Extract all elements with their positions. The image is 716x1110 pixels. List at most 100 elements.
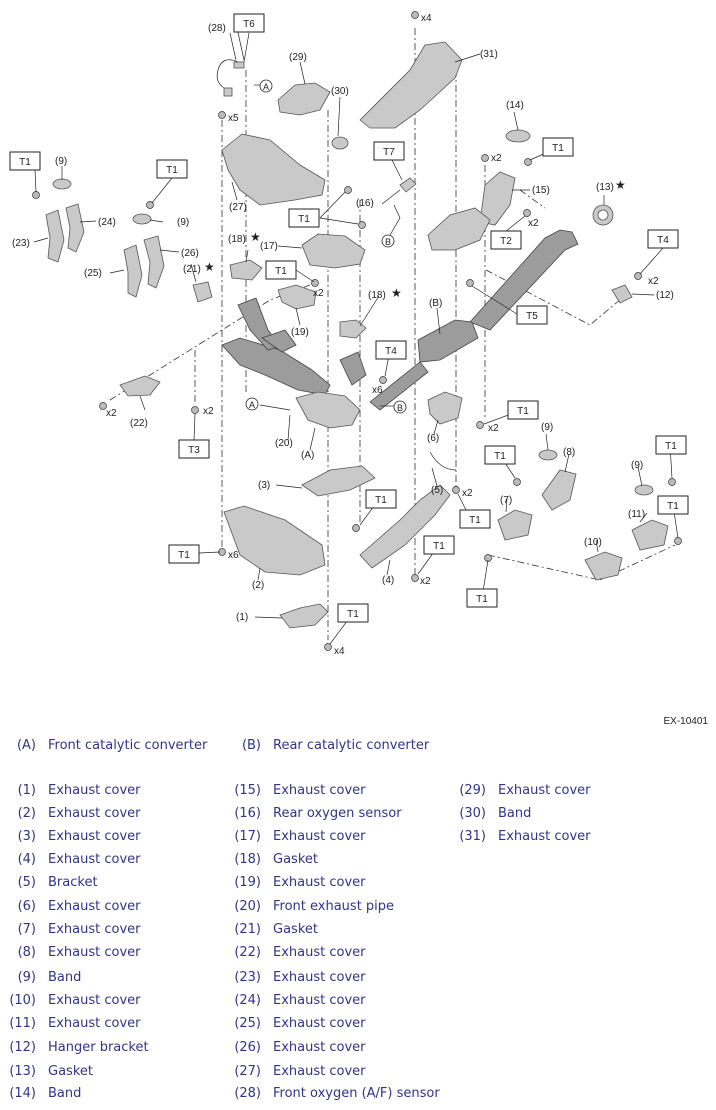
legend-number: (5) [17, 875, 36, 890]
part-9-band-right [538, 449, 558, 461]
part-14-band [505, 129, 531, 143]
legend-number: (20) [234, 899, 261, 914]
legend-name: Exhaust cover [48, 945, 141, 960]
legend-item: (21)Gasket [225, 922, 318, 942]
bolt-icon [668, 478, 676, 486]
legend-number: (26) [234, 1040, 261, 1055]
part-12-hanger-bracket [611, 284, 633, 304]
legend-name: Exhaust cover [498, 829, 591, 844]
legend-name: Band [48, 1086, 82, 1101]
legend-name: Hanger bracket [48, 1040, 149, 1055]
callout-label: (A) [301, 450, 314, 461]
part-9-band-far [634, 484, 654, 496]
torque-box-t1: T1 [365, 489, 397, 509]
legend-name: Exhaust cover [273, 1040, 366, 1055]
legend-name: Exhaust cover [48, 783, 141, 798]
torque-box-t1: T1 [507, 400, 539, 420]
legend-item: (28)Front oxygen (A/F) sensor [225, 1086, 439, 1106]
legend-number: (4) [17, 852, 36, 867]
part-10-exhaust-cover [584, 551, 623, 581]
legend-number: (12) [9, 1040, 36, 1055]
part-26-exhaust-cover [143, 235, 165, 289]
legend-number: (11) [9, 1016, 36, 1031]
callout-label: (9) [631, 460, 643, 471]
callout-label: (15) [532, 185, 550, 196]
legend-number: (18) [234, 852, 261, 867]
svg-text:T1: T1 [665, 441, 677, 452]
legend-item: (B)Rear catalytic converter [225, 738, 429, 758]
torque-box-t4: T4 [375, 340, 407, 360]
circle-marker-a: A [259, 79, 273, 93]
bolt-icon [311, 279, 319, 287]
fasteners [32, 11, 682, 651]
callout-label: (2) [252, 580, 264, 591]
torque-box-t1: T1 [265, 260, 297, 280]
legend-item: (13)Gasket [0, 1064, 93, 1084]
quantity-label: x2 [106, 408, 117, 419]
legend-name: Exhaust cover [498, 783, 591, 798]
torque-box-t6: T6 [233, 13, 265, 33]
torque-box-t1: T1 [484, 445, 516, 465]
bolt-icon [674, 537, 682, 545]
legend-item: (23)Exhaust cover [225, 970, 365, 990]
callout-label: (25) [84, 268, 102, 279]
legend-item: (18)Gasket [225, 852, 318, 872]
part-6-exhaust-cover [427, 391, 463, 425]
legend-name: Exhaust cover [273, 1064, 366, 1079]
svg-text:T1: T1 [667, 501, 679, 512]
torque-box-t1: T1 [459, 509, 491, 529]
part-2-exhaust-cover [223, 505, 326, 576]
legend-name: Exhaust cover [48, 829, 141, 844]
svg-text:T4: T4 [657, 235, 669, 246]
callout-label: (17) [260, 241, 278, 252]
legend-number: (1) [17, 783, 36, 798]
legend-number: (31) [459, 829, 486, 844]
quantity-label: x5 [228, 113, 239, 124]
part-21-gasket [192, 281, 213, 303]
svg-text:B: B [397, 403, 403, 413]
circle-marker-b: B [393, 400, 407, 414]
callout-label: (13) [596, 182, 614, 193]
legend-name: Rear catalytic converter [273, 738, 430, 753]
part-5-bracket [429, 451, 457, 471]
legend-item: (26) Exhaust cover [225, 1040, 366, 1060]
part-20-front-exhaust-pipe [221, 337, 331, 396]
bolt-icon [352, 524, 360, 532]
legend-name: Exhaust cover [48, 1016, 141, 1031]
torque-box-t1: T1 [168, 544, 200, 564]
callout-label: (4) [382, 575, 394, 586]
quantity-label: x2 [488, 423, 499, 434]
quantity-labels: x4 x5 x2 x2 x2 x2 x6 x2 x2 x2 x2 x6 x2 x… [106, 13, 659, 657]
legend-item: (22)Exhaust cover [225, 945, 365, 965]
legend-item: (24)Exhaust cover [225, 993, 366, 1013]
svg-text:T1: T1 [375, 495, 387, 506]
legend-number: (6) [17, 899, 36, 914]
bolt-icon [452, 486, 460, 494]
legend-name: Exhaust cover [273, 993, 366, 1008]
torque-box-t1: T1 [466, 588, 498, 608]
bolt-icon [634, 272, 642, 280]
callout-label: (27) [229, 202, 247, 213]
part-9-band-left [52, 178, 72, 190]
bolt-icon [32, 191, 40, 199]
legend-name: Band [498, 806, 532, 821]
callout-label: (23) [12, 238, 30, 249]
legend-number: (8) [17, 945, 36, 960]
legend-name: Gasket [48, 1064, 93, 1079]
callout-label: (19) [291, 327, 309, 338]
torque-box-t7: T7 [373, 141, 405, 161]
svg-text:T1: T1 [275, 266, 287, 277]
svg-text:B: B [385, 237, 391, 247]
quantity-label: x2 [462, 488, 473, 499]
part-rear-pipe [369, 361, 429, 411]
quantity-label: x2 [203, 406, 214, 417]
figure-code: EX-10401 [663, 716, 708, 727]
legend-number: (14) [9, 1086, 36, 1101]
legend-name: Exhaust cover [273, 1016, 366, 1031]
legend-number: (3) [17, 829, 36, 844]
legend-number: (7) [17, 922, 36, 937]
part-22-exhaust-cover [119, 375, 161, 397]
bolt-icon [524, 158, 532, 166]
legend-item: (31) Exhaust cover [450, 829, 591, 849]
torque-box-t1: T1 [655, 435, 687, 455]
